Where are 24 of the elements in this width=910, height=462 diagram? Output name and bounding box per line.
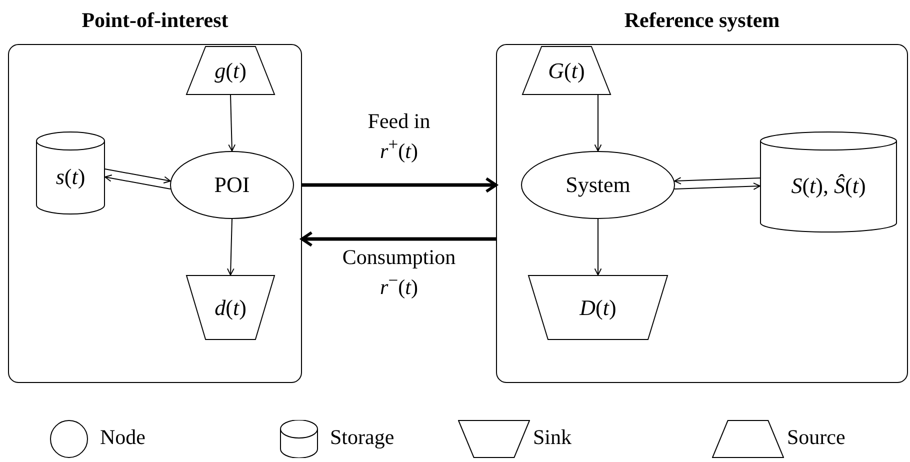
group-heading: Reference system [623,8,781,33]
arrow [674,177,760,184]
legend-label: Node [100,425,146,450]
arrow [228,94,236,152]
legend-label: Storage [330,425,394,450]
storage-cylinder: S(t), Ŝ(t) [760,132,897,232]
node-ellipse: POI [170,151,294,219]
arrow [104,168,171,184]
arrow [227,218,234,276]
arrow [594,218,602,276]
arrow [104,174,171,190]
legend-label: Source [787,425,846,450]
arrow [300,231,496,247]
group-heading: Point-of-interest [80,8,230,33]
storage-cylinder: s(t) [36,132,105,214]
arrow [302,177,498,193]
arrow [594,94,602,152]
node-ellipse: System [521,151,675,219]
arrow [674,182,760,190]
legend-label: Sink [533,425,572,450]
sink-trapezoid: d(t) [186,275,275,340]
sink-trapezoid: D(t) [528,275,668,340]
source-trapezoid: g(t) [186,46,275,95]
source-trapezoid: G(t) [522,46,611,95]
